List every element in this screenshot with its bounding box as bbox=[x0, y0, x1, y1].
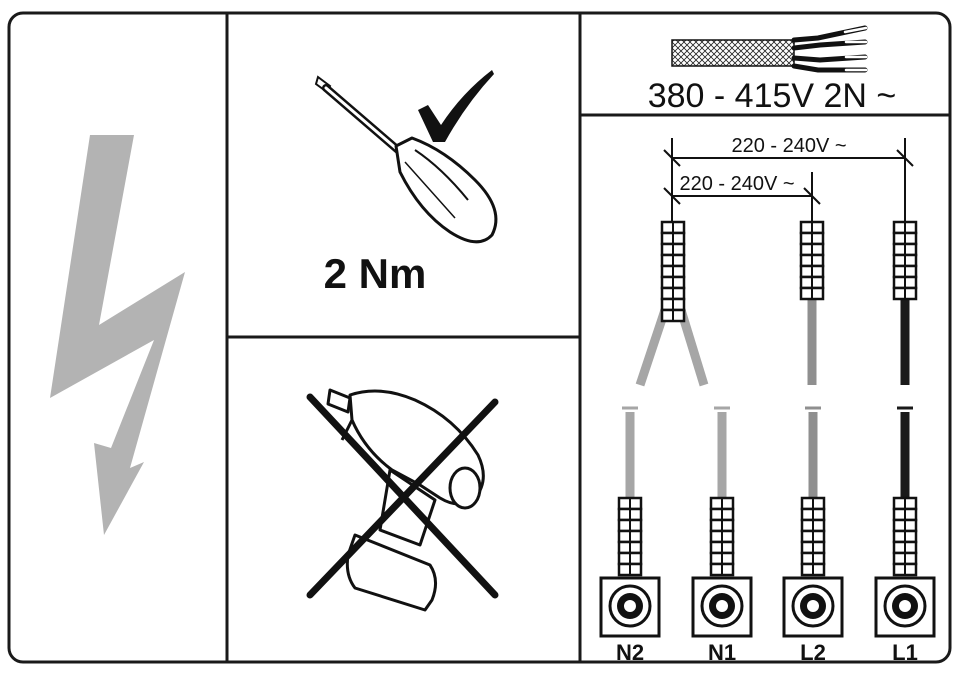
supply-voltage-label: 380 - 415V 2N ~ bbox=[648, 77, 897, 115]
cable-icon bbox=[671, 25, 868, 73]
checkmark-icon bbox=[418, 70, 494, 142]
voltage-dimension-inner bbox=[663, 172, 821, 222]
crimp-neutral-bridge bbox=[660, 220, 686, 323]
voltage-dimension-outer bbox=[663, 138, 914, 222]
terminal-screw-icon bbox=[599, 576, 661, 638]
lightning-bolt-icon bbox=[50, 135, 185, 535]
crimp-lower-l2 bbox=[800, 496, 826, 577]
crimp-lower-n1 bbox=[709, 496, 735, 577]
terminal-screw-icon bbox=[874, 576, 936, 638]
terminal-label-n1: N1 bbox=[708, 640, 736, 665]
crimp-lower-l1 bbox=[892, 496, 918, 577]
terminal-group-l1: L1 bbox=[874, 406, 936, 665]
crimp-upper-l1 bbox=[892, 220, 918, 301]
terminal-group-n1: N1 bbox=[691, 406, 753, 665]
outer-frame bbox=[7, 11, 952, 664]
terminal-label-l1: L1 bbox=[892, 640, 918, 665]
terminal-screw-icon bbox=[691, 576, 753, 638]
crimp-lower-n2 bbox=[617, 496, 643, 577]
terminal-label-n2: N2 bbox=[616, 640, 644, 665]
crimp-upper-l2 bbox=[799, 220, 825, 301]
screwdriver-icon bbox=[314, 75, 498, 244]
torque-label: 2 Nm bbox=[324, 250, 427, 297]
terminal-group-l2: L2 bbox=[782, 406, 844, 665]
lower-wiring: N2 N1 L2 L1 bbox=[599, 406, 936, 665]
cross-out-icon bbox=[306, 393, 499, 599]
terminal-group-n2: N2 bbox=[599, 406, 661, 665]
voltage-inner-label: 220 - 240V ~ bbox=[679, 173, 794, 195]
terminal-screw-icon bbox=[782, 576, 844, 638]
voltage-outer-label: 220 - 240V ~ bbox=[731, 135, 846, 157]
upper-wiring bbox=[635, 220, 918, 387]
neutral-bridge-wires bbox=[635, 308, 709, 387]
terminal-label-l2: L2 bbox=[800, 640, 826, 665]
power-drill-icon bbox=[326, 388, 485, 612]
